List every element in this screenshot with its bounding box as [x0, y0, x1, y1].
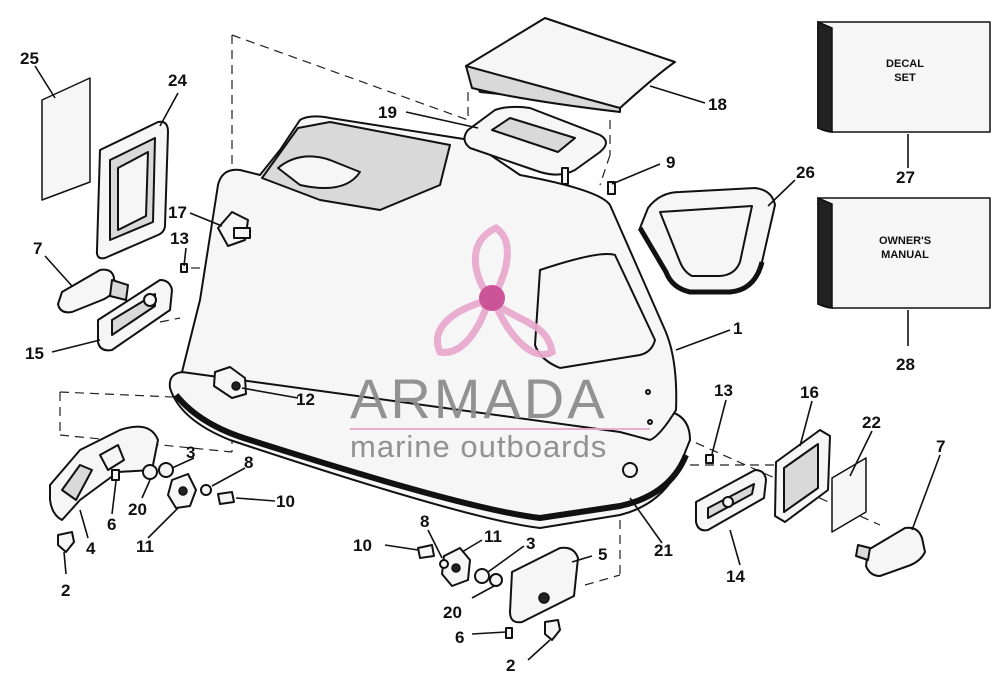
foot-2-left [57, 531, 75, 553]
engine-cover [168, 115, 691, 529]
washer-3-right [474, 568, 490, 584]
label-2-right: 2 [506, 656, 515, 675]
decal-22 [831, 457, 867, 533]
label-20-right: 20 [443, 603, 462, 622]
label-3-right: 3 [526, 534, 535, 553]
label-25: 25 [20, 49, 39, 68]
label-20-left: 20 [128, 500, 147, 519]
label-11-left: 11 [136, 537, 154, 556]
cover-rivet-b [647, 419, 653, 425]
window-frame-26 [637, 187, 776, 295]
decal-box-line1: DECAL [886, 58, 924, 70]
manual-box-line2: MANUAL [881, 249, 929, 261]
screw-10-right [417, 544, 435, 559]
watermark-tagline: marine outboards [350, 429, 607, 464]
decal-set-box: DECAL SET [817, 20, 991, 133]
latch-assembly-left [49, 425, 235, 553]
label-13-right: 13 [714, 381, 733, 400]
washer-20-right [489, 573, 503, 587]
propeller-logo-icon [433, 223, 556, 358]
label-11-right: 11 [484, 527, 502, 546]
seal-plate-15 [97, 279, 173, 352]
label-14: 14 [726, 567, 745, 586]
label-16: 16 [800, 383, 819, 402]
cover-rivet-a [645, 389, 651, 395]
label-17: 17 [168, 203, 187, 222]
label-8-right: 8 [420, 512, 429, 531]
label-10-right: 10 [353, 536, 372, 555]
watermark-rule [350, 428, 650, 430]
gasket-19 [463, 105, 607, 185]
label-21: 21 [654, 541, 673, 560]
latch-assembly-right [417, 544, 579, 641]
label-7-left: 7 [33, 239, 42, 258]
cover-intake-recess [261, 121, 451, 211]
label-12: 12 [296, 390, 315, 409]
latch-12 [213, 366, 247, 399]
washer-8-right [439, 559, 449, 569]
label-19: 19 [378, 103, 397, 122]
label-3-left: 3 [186, 443, 195, 462]
decal-box-line2: SET [894, 72, 916, 84]
label-27: 27 [896, 168, 915, 187]
label-26: 26 [796, 163, 815, 182]
pin-6-right [505, 627, 513, 639]
handle-7-left [57, 268, 129, 314]
washer-3-left [158, 462, 174, 478]
bracket-5 [509, 546, 579, 624]
label-10-left: 10 [276, 492, 295, 511]
cover-intake-slot [277, 155, 361, 189]
label-9: 9 [666, 153, 675, 172]
label-5: 5 [598, 545, 607, 564]
screw-9 [607, 181, 616, 195]
washer-8-left [200, 484, 212, 496]
decal-sheet-25 [41, 77, 91, 201]
top-cover-18 [465, 17, 676, 113]
foot-2-right [544, 619, 561, 641]
part-labels: 25 24 7 17 13 15 19 18 9 26 27 28 1 12 1… [20, 49, 945, 675]
label-2-left: 2 [61, 581, 70, 600]
frame-24 [95, 120, 169, 260]
seal-plate-14 [695, 469, 767, 532]
label-8-left: 8 [244, 453, 253, 472]
cover-seal [173, 393, 689, 521]
label-6-left: 6 [107, 515, 116, 534]
seal-plate-16 [774, 429, 831, 523]
pin-6-left [111, 469, 120, 481]
washer-20-left [142, 464, 158, 480]
label-6-right: 6 [455, 628, 464, 647]
knob-17 [217, 211, 251, 247]
owners-manual-box: OWNER'S MANUAL [817, 196, 991, 309]
manual-box-line1: OWNER'S [879, 235, 931, 247]
watermark: ARMADA marine outboards [350, 223, 650, 464]
label-18: 18 [708, 95, 727, 114]
leader-lines [34, 65, 941, 661]
watermark-brand: ARMADA [350, 367, 608, 430]
label-4: 4 [86, 539, 96, 558]
label-15: 15 [25, 344, 44, 363]
handle-7-right [855, 526, 926, 577]
label-1: 1 [733, 319, 742, 338]
screw-10-left [217, 491, 235, 505]
label-28: 28 [896, 355, 915, 374]
label-13-left: 13 [170, 229, 189, 248]
label-7-right: 7 [936, 437, 945, 456]
cover-hole [622, 462, 638, 478]
screw-13-right [705, 454, 714, 464]
label-22: 22 [862, 413, 881, 432]
label-24: 24 [168, 71, 187, 90]
